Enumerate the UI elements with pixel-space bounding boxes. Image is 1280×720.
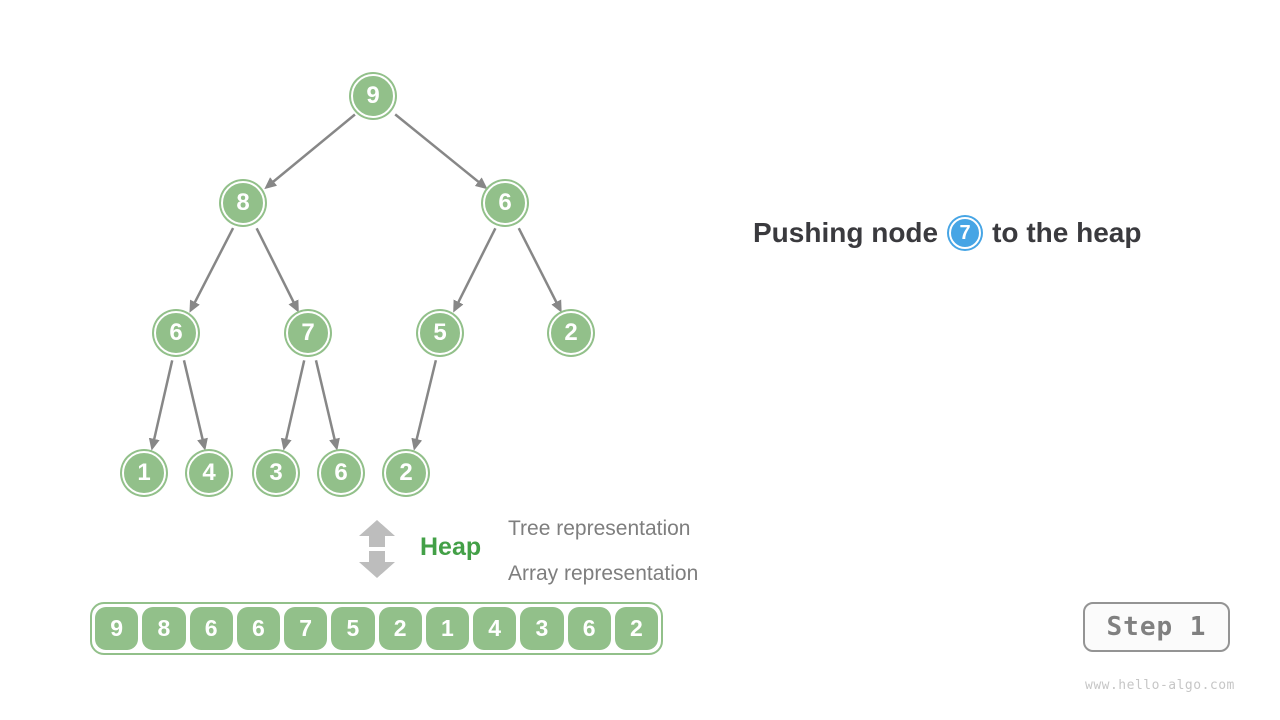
highlighted-node-value: 7: [959, 221, 971, 244]
array-cell: 8: [142, 607, 186, 650]
tree-edge: [280, 360, 306, 451]
highlighted-node: 7: [949, 217, 982, 249]
array-cell: 5: [331, 607, 375, 650]
tree-node: 7: [286, 311, 330, 355]
tree-edge: [255, 227, 299, 313]
array-cell: 1: [425, 607, 469, 650]
tree-node: 3: [254, 451, 298, 495]
tree-edge: [264, 113, 356, 190]
tree-edge: [394, 113, 488, 190]
tree-node: 6: [154, 311, 198, 355]
tree-edge: [189, 227, 235, 313]
caption-prefix: Pushing node: [753, 217, 939, 248]
array-cell: 9: [95, 607, 139, 650]
watermark: www.hello-algo.com: [1085, 678, 1235, 693]
array-cell: 6: [236, 607, 280, 650]
tree-node: 6: [483, 181, 527, 225]
heap-label: Heap: [420, 533, 482, 561]
tree-edge: [148, 360, 174, 451]
array-cell: 4: [473, 607, 517, 650]
tree-edge: [314, 360, 340, 451]
tree-node: 4: [187, 451, 231, 495]
tree-edge: [453, 227, 497, 313]
array-cell: 7: [284, 607, 328, 650]
array-representation-label: Array representation: [508, 562, 699, 585]
caption-suffix: to the heap: [992, 217, 1142, 248]
array-cell: 2: [378, 607, 422, 650]
up-down-arrow-icon: [359, 520, 395, 578]
tree-edge: [411, 359, 438, 451]
array-cell: 6: [567, 607, 611, 650]
tree-node: 5: [418, 311, 462, 355]
array-cell: 3: [520, 607, 564, 650]
tree-node: 2: [549, 311, 593, 355]
step-badge: Step 1: [1083, 602, 1230, 652]
tree-node: 6: [319, 451, 363, 495]
tree-node: 9: [351, 74, 395, 118]
tree-node: 8: [221, 181, 265, 225]
array-cell: 6: [189, 607, 233, 650]
tree-edge: [517, 227, 562, 313]
tree-node: 2: [384, 451, 428, 495]
array-cell: 2: [614, 607, 658, 650]
tree-node: 1: [122, 451, 166, 495]
tree-representation-label: Tree representation: [508, 517, 691, 540]
tree-edge: [182, 360, 208, 451]
caption: Pushing node 7 to the heap: [753, 210, 1141, 256]
